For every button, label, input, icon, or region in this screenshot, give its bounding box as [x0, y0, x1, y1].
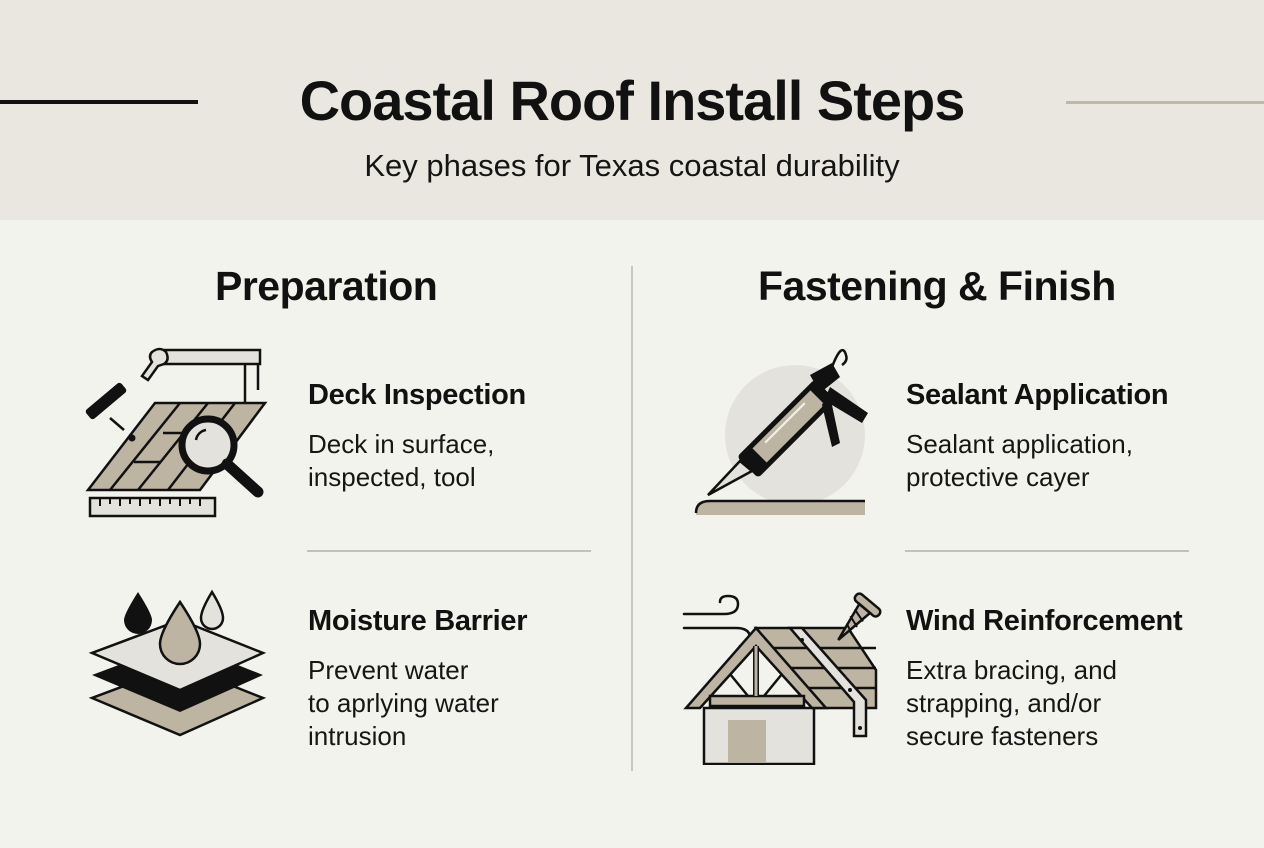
header-rule-left: [0, 100, 198, 104]
page-title: Coastal Roof Install Steps: [299, 69, 966, 132]
row-divider-right: [905, 550, 1189, 552]
item-desc-wind-reinforcement: Extra bracing, and strapping, and/or sec…: [906, 655, 1118, 751]
row-divider-left: [307, 550, 591, 552]
caulk-gun-icon: [694, 348, 868, 515]
column-divider: [631, 266, 633, 771]
section-title-preparation: Preparation: [215, 263, 438, 309]
deck-inspection-icon: [85, 347, 268, 518]
item-title-wind-reinforcement: Wind Reinforcement: [906, 605, 1183, 637]
moisture-barrier-icon: [88, 589, 267, 737]
item-title-sealant-application: Sealant Application: [906, 379, 1169, 411]
item-title-deck-inspection: Deck Inspection: [308, 379, 526, 411]
item-desc-moisture-barrier: Prevent water to aprlying water intrusio…: [308, 655, 499, 751]
header-rule-right: [1066, 101, 1264, 104]
roof-wind-icon: [682, 592, 882, 765]
item-desc-sealant-application: Sealant application, protective cayer: [906, 429, 1133, 492]
section-title-fastening-finish: Fastening & Finish: [758, 263, 1116, 309]
item-desc-deck-inspection: Deck in surface, inspected, tool: [308, 429, 495, 492]
item-title-moisture-barrier: Moisture Barrier: [308, 605, 528, 637]
header-band: Coastal Roof Install Steps Key phases fo…: [0, 0, 1264, 220]
page-subtitle: Key phases for Texas coastal durability: [364, 148, 900, 183]
